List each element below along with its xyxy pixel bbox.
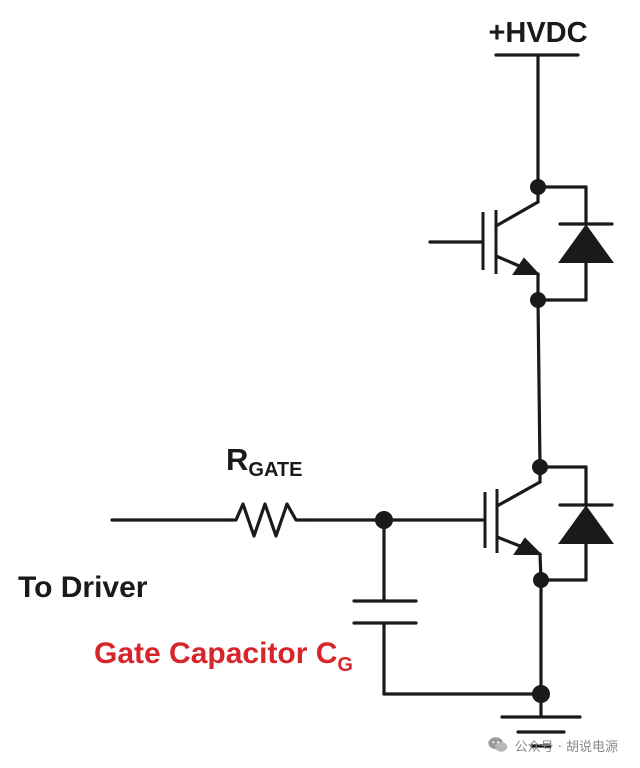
upper-igbt xyxy=(428,185,541,302)
gate-capacitor-label-main: Gate Capacitor C xyxy=(94,637,337,670)
lower-collector-node xyxy=(532,459,548,475)
gate-capacitor-label-sub: G xyxy=(337,654,353,676)
gate-resistor-label-sub: GATE xyxy=(248,459,302,481)
ground-node xyxy=(532,685,550,703)
watermark-text: 公众号 · 胡说电源 xyxy=(514,739,618,755)
wechat-icon xyxy=(487,737,507,752)
ground-symbol xyxy=(500,715,582,748)
gate-resistor xyxy=(224,502,308,538)
gate-resistor-label: RGATE xyxy=(226,442,302,481)
lower-freewheel-diode xyxy=(538,465,614,582)
gate-capacitor-label: Gate Capacitor CG xyxy=(94,637,353,676)
to-driver-label: To Driver xyxy=(18,571,148,604)
upper-collector-node xyxy=(530,179,546,195)
watermark: 公众号 · 胡说电源 xyxy=(487,734,618,756)
gate-resistor-label-main: R xyxy=(226,442,248,477)
hvdc-supply-terminal xyxy=(494,53,580,189)
lower-igbt xyxy=(483,465,543,582)
midpoint-wire xyxy=(536,298,542,469)
hvdc-label: +HVDC xyxy=(488,17,587,49)
upper-freewheel-diode xyxy=(536,185,614,302)
gate-capacitor xyxy=(352,518,543,696)
